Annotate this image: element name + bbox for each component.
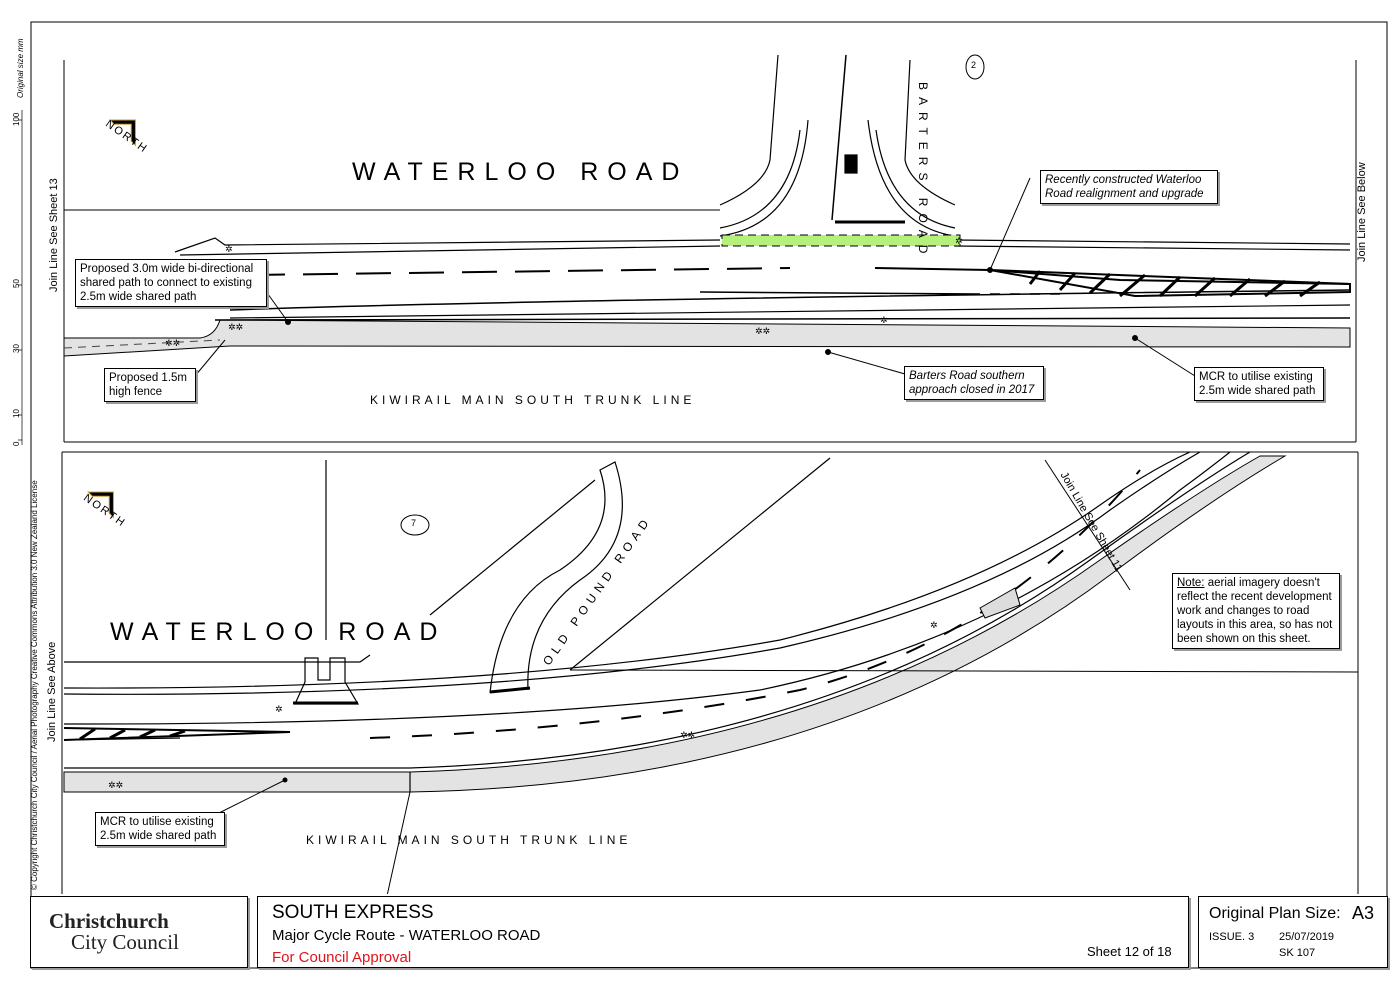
barters-road-label: BARTERS ROAD bbox=[916, 82, 930, 261]
sheet-frame bbox=[30, 21, 1388, 969]
svg-text:✲✲: ✲✲ bbox=[165, 339, 180, 349]
svg-text:✲: ✲ bbox=[225, 245, 233, 255]
barters-road-junction bbox=[719, 54, 956, 237]
approval-status: For Council Approval bbox=[272, 949, 412, 966]
svg-text:✲✲: ✲✲ bbox=[228, 323, 243, 333]
bottom-shared-path bbox=[63, 455, 1287, 793]
hatched-median-bottom bbox=[63, 727, 291, 741]
logo-box: Christchurch City Council bbox=[30, 896, 248, 968]
svg-text:✲✲: ✲✲ bbox=[680, 731, 695, 741]
join-line-left-top: Join Line See Sheet 13 bbox=[48, 178, 60, 292]
svg-text:✲✲: ✲✲ bbox=[108, 781, 123, 791]
proposed-path-callout: Proposed 3.0m wide bi-directional shared… bbox=[75, 259, 267, 307]
join-line-left-bottom: Join Line See Above bbox=[46, 641, 58, 742]
svg-text:✲: ✲ bbox=[955, 237, 963, 247]
project-title: SOUTH EXPRESS bbox=[272, 902, 434, 923]
issue-date: 25/07/2019 bbox=[1279, 931, 1335, 943]
realignment-highlight bbox=[721, 234, 961, 247]
hatched-median bbox=[989, 269, 1351, 298]
top-panel-border bbox=[63, 60, 1357, 443]
drawing-ref: SK 107 bbox=[1279, 947, 1316, 959]
property-number-top: 2 bbox=[971, 60, 977, 70]
note-label: Note: bbox=[1177, 577, 1205, 589]
bottom-road-name: WATERLOO ROAD bbox=[110, 618, 447, 646]
ruler-tick-0: 0 bbox=[12, 441, 21, 446]
original-size-label: Original size mm bbox=[16, 38, 25, 98]
plan-info-box: Original Plan Size: A3 ISSUE. 3 25/07/20… bbox=[1198, 896, 1388, 968]
mcr-callout-bottom: MCR to utilise existing 2.5m wide shared… bbox=[95, 812, 225, 846]
aerial-imagery-note: Note: aerial imagery doesn't reflect the… bbox=[1172, 573, 1340, 649]
svg-text:✲: ✲ bbox=[930, 621, 938, 631]
copyright-notice: © Copyright Christchurch City Council / … bbox=[30, 480, 39, 890]
rail-label-top: KIWIRAIL MAIN SOUTH TRUNK LINE bbox=[370, 393, 696, 407]
mcr-callout-top: MCR to utilise existing 2.5m wide shared… bbox=[1194, 367, 1324, 401]
proposed-fence-line bbox=[214, 317, 1351, 321]
ruler-tick-30: 30 bbox=[12, 344, 21, 353]
issue-number: ISSUE. 3 bbox=[1209, 931, 1255, 943]
svg-text:✲: ✲ bbox=[880, 316, 888, 326]
plan-size-value: A3 bbox=[1352, 903, 1375, 923]
plan-size-label: Original Plan Size: bbox=[1209, 905, 1341, 922]
ruler-tick-50: 50 bbox=[12, 279, 21, 288]
top-shared-path bbox=[64, 319, 1351, 357]
ruler-tick-10: 10 bbox=[12, 409, 21, 418]
fence-callout: Proposed 1.5m high fence bbox=[104, 368, 196, 402]
logo-line-2: City Council bbox=[71, 930, 179, 954]
barters-closed-callout: Barters Road southern approach closed in… bbox=[904, 366, 1044, 400]
bottom-panel: ✲ ✲✲ ✲ ✲✲ bbox=[61, 451, 1359, 894]
north-arrow-top bbox=[108, 119, 136, 147]
svg-text:✲: ✲ bbox=[275, 705, 283, 715]
top-panel: ✲ ✲ ✲✲ ✲✲ ✲✲ ✲ bbox=[63, 54, 1357, 443]
note-text: aerial imagery doesn't reflect the recen… bbox=[1177, 577, 1333, 645]
project-subtitle: Major Cycle Route - WATERLOO ROAD bbox=[272, 927, 541, 944]
join-line-right-top: Join Line See Below bbox=[1356, 162, 1368, 262]
ruler-tick-100: 100 bbox=[12, 112, 21, 126]
rail-label-bottom: KIWIRAIL MAIN SOUTH TRUNK LINE bbox=[306, 833, 632, 847]
svg-text:✲✲: ✲✲ bbox=[755, 327, 770, 337]
realignment-callout: Recently constructed Waterloo Road reali… bbox=[1040, 170, 1218, 204]
property-number-bottom: 7 bbox=[411, 518, 417, 528]
sheet-number: Sheet 12 of 18 bbox=[1087, 944, 1172, 959]
scale-ruler bbox=[18, 110, 23, 445]
logo-line-1: Christchurch bbox=[49, 909, 169, 933]
north-arrow-bottom bbox=[86, 491, 114, 519]
project-title-box: SOUTH EXPRESS Major Cycle Route - WATERL… bbox=[257, 896, 1189, 968]
top-road-name: WATERLOO ROAD bbox=[352, 158, 689, 186]
